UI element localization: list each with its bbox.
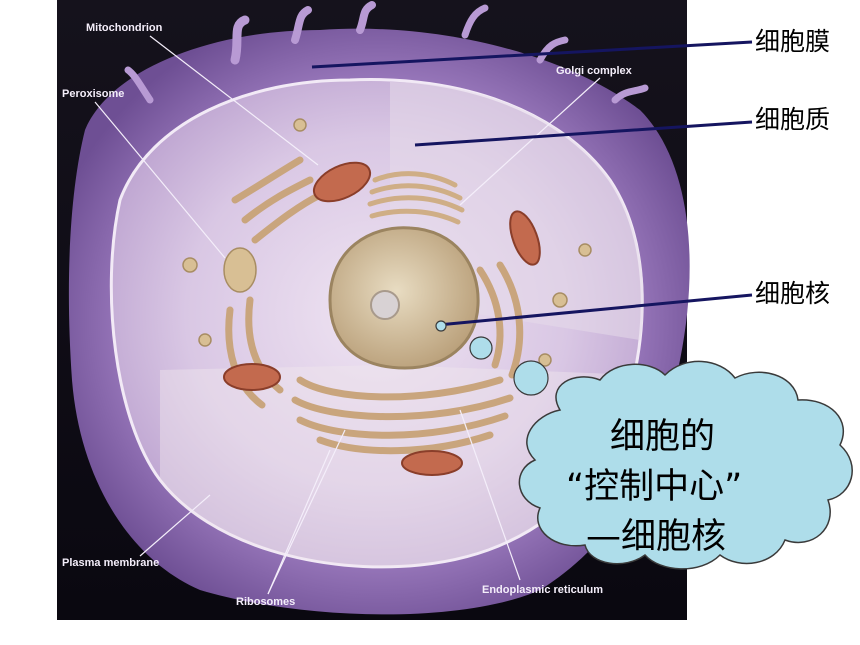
- label-er: Endoplasmic reticulum: [482, 584, 603, 596]
- cloud-line-3: —细胞核: [586, 517, 727, 557]
- golgi-shape: [367, 171, 465, 225]
- thought-bubbles: [435, 320, 549, 396]
- label-mitochondrion: Mitochondrion: [86, 22, 163, 34]
- image-label-group: Mitochondrion Golgi complex Peroxisome P…: [62, 22, 633, 608]
- vesicle-shapes: [182, 118, 592, 367]
- label-plasma-membrane: Plasma membrane: [62, 557, 159, 569]
- callout-cytoplasm: 细胞质: [755, 105, 831, 134]
- callout-nucleus: 细胞核: [755, 279, 831, 308]
- cloud-line-2: “控制中心”: [566, 467, 743, 507]
- endoplasmic-reticulum-shape: [225, 156, 524, 455]
- callout-lines: [311, 40, 753, 327]
- callout-membrane: 细胞膜: [755, 27, 831, 56]
- label-peroxisome: Peroxisome: [62, 88, 124, 100]
- cloud-line-1: 细胞的: [610, 417, 716, 457]
- nucleus-shape: [328, 226, 480, 370]
- cloud-shape: [518, 360, 853, 570]
- cutaway-floor: [160, 365, 640, 567]
- mitochondria-shapes: [223, 161, 541, 476]
- label-ribosomes: Ribosomes: [236, 596, 295, 608]
- image-pointer-lines: [94, 35, 601, 595]
- label-golgi: Golgi complex: [556, 65, 633, 77]
